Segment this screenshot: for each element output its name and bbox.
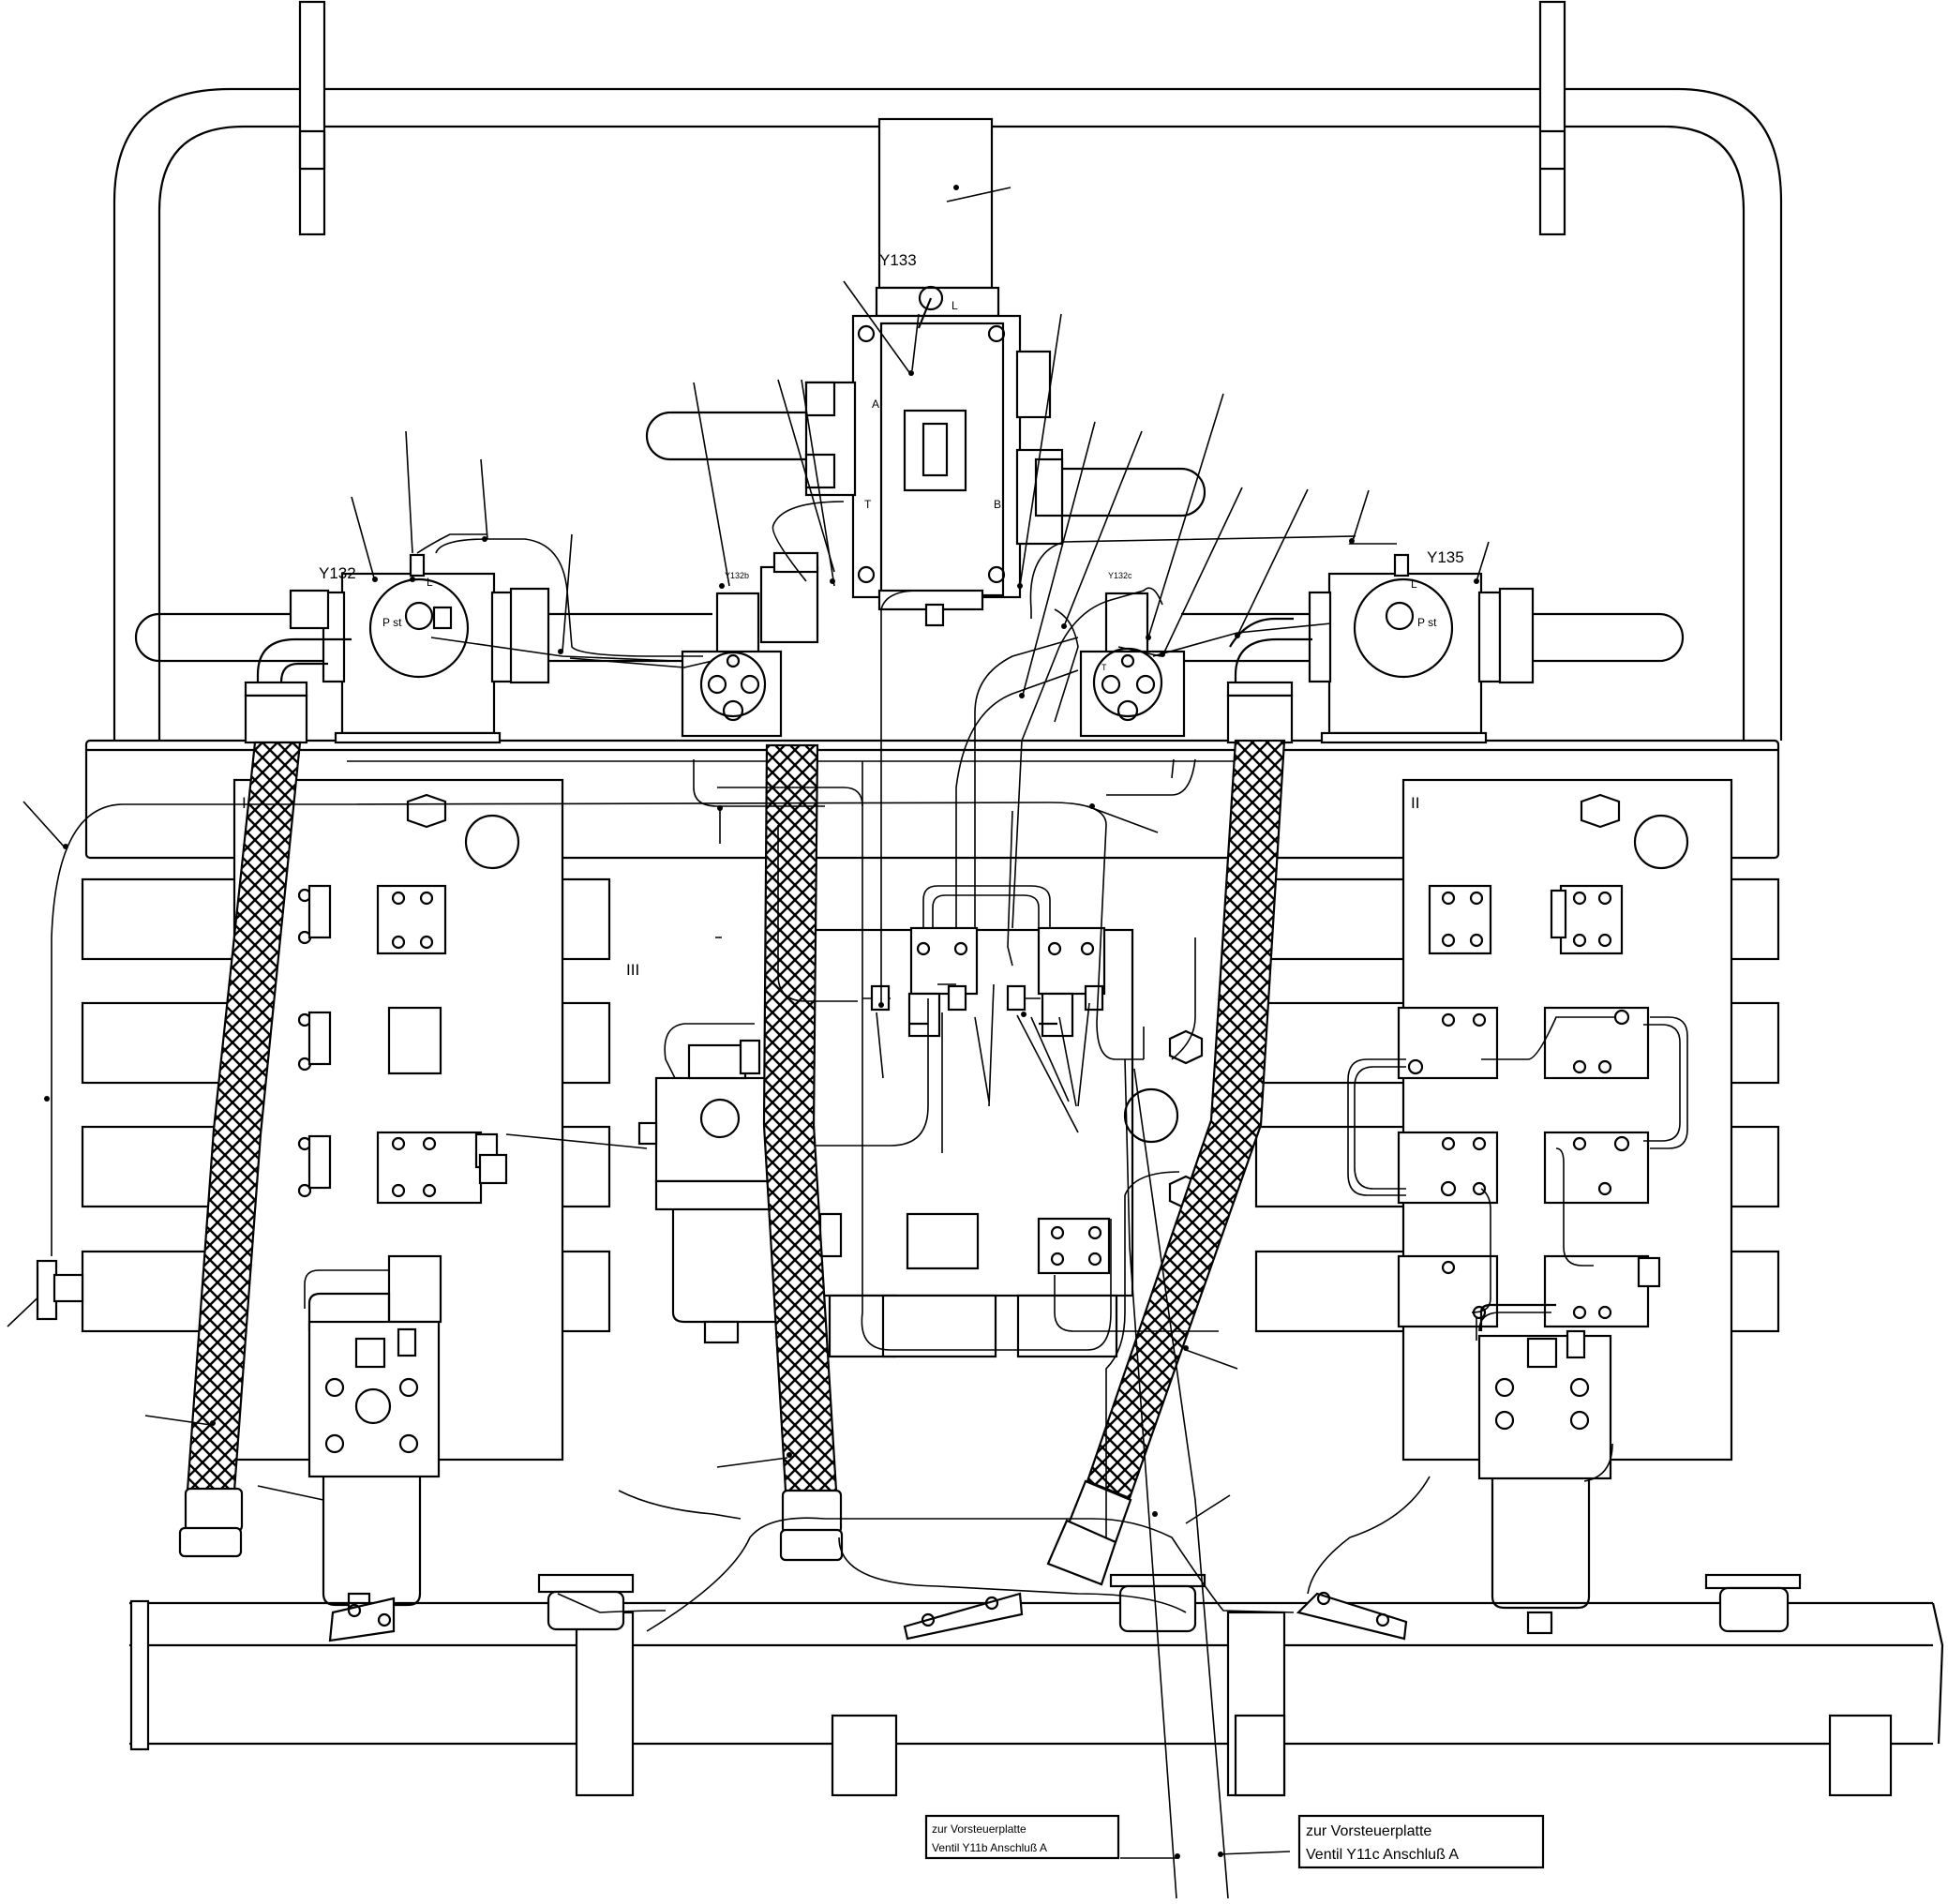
filter-bottom-right [1477, 1303, 1612, 1635]
label-port-l-center: L [952, 299, 958, 312]
label-y132: Y132 [319, 564, 356, 582]
component-labels: Y133 Y132 Y135 Y132b Y132c I II III A B … [242, 251, 1464, 979]
label-roman-i: I [242, 794, 247, 812]
note-right-line2: Ventil Y11c Anschluß A [1306, 1847, 1459, 1863]
outer-frame [112, 0, 1783, 741]
hydraulic-lines [7, 187, 1613, 1899]
hose-center [762, 743, 844, 1562]
note-left-line1: zur Vorsteuerplatte [932, 1822, 1026, 1836]
label-y132c: Y132c [1108, 571, 1132, 580]
top-cylinder [875, 117, 1000, 318]
label-y132b: Y132b [725, 571, 749, 580]
label-roman-ii: II [1411, 794, 1419, 812]
label-port-l-right: L [1411, 577, 1417, 591]
filter-housing-center [637, 1023, 813, 1344]
bolt-pattern [297, 888, 437, 1198]
lifting-bar-left [298, 0, 326, 236]
hose-left [178, 741, 302, 1558]
label-port-b: B [994, 498, 1001, 511]
label-y135: Y135 [1427, 548, 1464, 566]
central-manifold [812, 885, 1204, 1358]
label-pst-left: P st [382, 616, 402, 629]
label-port-t: T [864, 498, 872, 511]
note-left-line2: Ventil Y11b Anschluß A [932, 1841, 1047, 1854]
central-pump [804, 285, 1064, 627]
label-port-a: A [872, 397, 879, 411]
valve-block-left [232, 778, 564, 1462]
note-box-left: zur Vorsteuerplatte Ventil Y11b Anschluß… [924, 1814, 1120, 1860]
label-port-t-small: T [1101, 663, 1107, 672]
pilot-valve-right [1079, 592, 1186, 738]
label-port-l-left: L [427, 576, 433, 589]
lifting-bar-right [1538, 0, 1566, 236]
left-edge-fitting [36, 1259, 84, 1321]
note-box-right: zur Vorsteuerplatte Ventil Y11c Anschluß… [1297, 1814, 1545, 1869]
bottom-frame-tube [129, 1573, 1944, 1797]
pilot-valve-left [681, 551, 819, 738]
pump-right [1226, 553, 1535, 744]
hose-right [1046, 739, 1286, 1586]
label-roman-iii: III [626, 961, 639, 979]
label-y133: Y133 [879, 251, 917, 269]
label-pst-right: P st [1417, 616, 1437, 629]
pump-left [244, 553, 550, 744]
filter-bottom-left [307, 1292, 441, 1612]
note-right-line1: zur Vorsteuerplatte [1306, 1823, 1431, 1839]
